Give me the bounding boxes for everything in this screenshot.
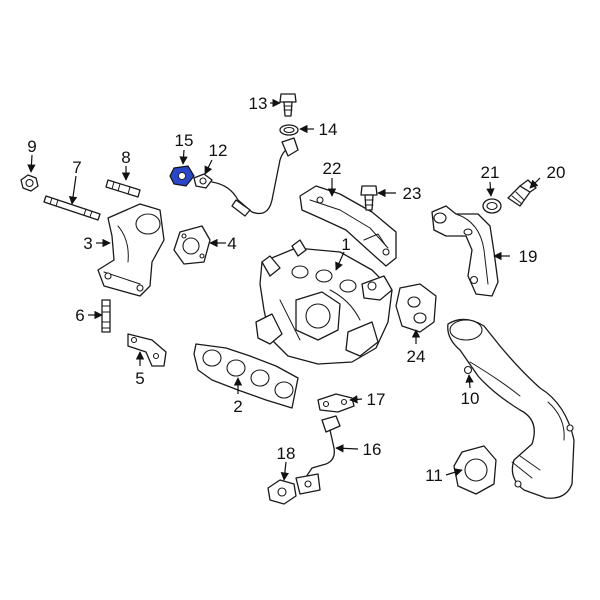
callout-8: 8 (121, 148, 130, 167)
callout-12: 12 (209, 141, 228, 160)
part-5-bracket[interactable] (127, 333, 167, 367)
callout-22: 22 (323, 159, 342, 178)
callout-23: 23 (403, 184, 422, 203)
callout-16: 16 (363, 440, 382, 459)
callout-14: 14 (319, 120, 338, 139)
callout-5: 5 (135, 369, 144, 388)
callout-15: 15 (175, 131, 194, 150)
callout-2: 2 (233, 397, 242, 416)
part-17-gasket[interactable] (317, 393, 355, 413)
callout-leaders (27, 98, 541, 481)
part-12-oil-feed-line[interactable] (193, 137, 299, 217)
part-19-coolant-pipe[interactable] (431, 205, 499, 297)
callout-9: 9 (27, 137, 36, 156)
part-20-fitting[interactable] (507, 179, 537, 207)
part-14-o-ring[interactable] (279, 124, 299, 136)
part-11-gasket[interactable] (453, 445, 497, 495)
part-16-oil-return-line[interactable] (295, 415, 341, 495)
part-18-gasket[interactable] (267, 479, 297, 505)
part-3-outlet-elbow[interactable] (97, 203, 165, 297)
part-10-intake-hose[interactable] (447, 318, 575, 499)
callout-7: 7 (72, 158, 81, 177)
callout-11: 11 (425, 466, 443, 485)
callout-13: 13 (249, 94, 268, 113)
part-23-bolt[interactable] (360, 185, 378, 211)
part-13-bolt[interactable] (279, 93, 297, 117)
callout-21: 21 (481, 163, 500, 182)
part-2-manifold-gasket[interactable] (193, 343, 299, 409)
callout-1: 1 (341, 235, 350, 254)
part-4-gasket[interactable] (173, 225, 211, 265)
callout-20: 20 (547, 163, 566, 182)
part-1-turbocharger[interactable] (255, 239, 393, 365)
callout-17: 17 (367, 390, 386, 409)
part-24-gasket[interactable] (395, 283, 437, 333)
part-7-long-stud[interactable] (43, 195, 101, 221)
callout-19: 19 (519, 247, 538, 266)
callout-24: 24 (407, 347, 426, 366)
callout-labels: 9 7 8 15 12 13 14 3 4 6 5 2 1 22 23 24 2… (27, 94, 565, 485)
callout-10: 10 (461, 389, 480, 408)
part-8-short-stud[interactable] (105, 179, 141, 198)
callout-18: 18 (277, 444, 296, 463)
part-9-nut[interactable] (20, 174, 39, 192)
callout-6: 6 (75, 306, 84, 325)
part-6-stud[interactable] (101, 299, 111, 333)
callout-4: 4 (227, 234, 236, 253)
callout-3: 3 (83, 234, 92, 253)
part-15-gasket-highlighted[interactable] (169, 165, 195, 187)
part-21-o-ring[interactable] (482, 198, 502, 214)
